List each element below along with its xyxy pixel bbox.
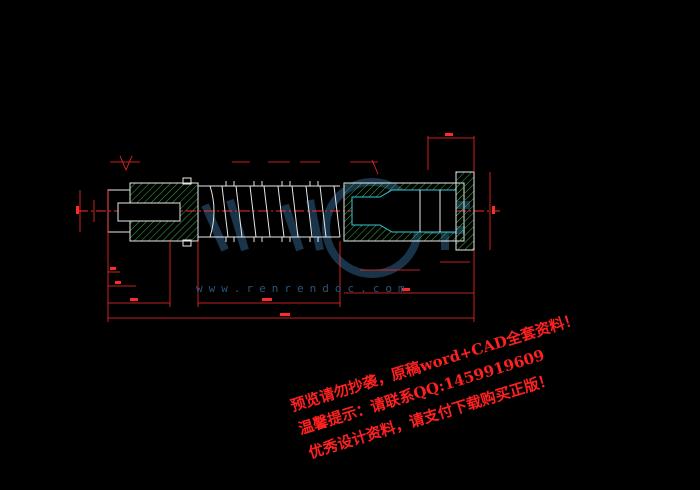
dimension-labels <box>76 133 495 316</box>
dimension-lines <box>79 136 491 322</box>
watermark-url: www.renrendoc.com <box>196 282 411 295</box>
part-left-section <box>107 177 199 247</box>
part-thread-section <box>198 181 341 242</box>
part-right-section <box>343 171 475 251</box>
